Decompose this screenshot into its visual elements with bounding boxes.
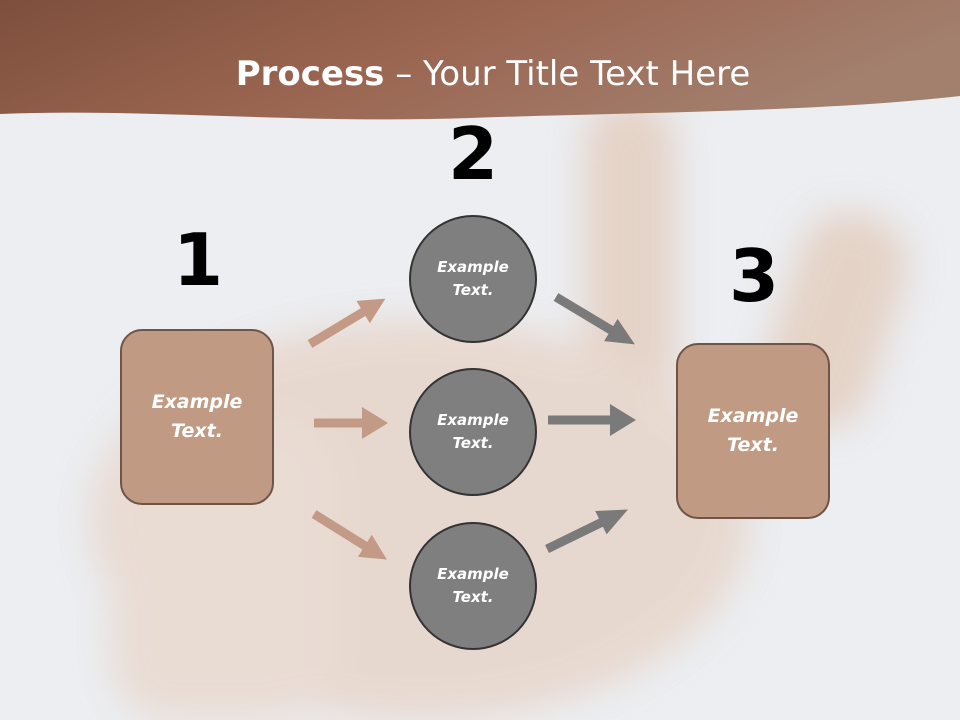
- step-2-label-top: Example Text.: [437, 258, 509, 299]
- step-2-circle-top: Example Text.: [409, 215, 537, 343]
- title-bold: Process: [235, 54, 385, 94]
- step-1-label: Example Text.: [151, 391, 243, 442]
- arrow-2-top-to-3: [553, 293, 635, 345]
- arrow-2-middle-to-3: [548, 404, 636, 436]
- arrow-2-bottom-to-3: [545, 509, 628, 554]
- arrow-1-to-2-middle: [314, 407, 388, 439]
- slide-title: Process – Your Title Text Here: [0, 52, 960, 96]
- step-3-box: Example Text.: [676, 343, 830, 519]
- step-2-label-middle: Example Text.: [437, 411, 509, 452]
- step-3-number: 3: [728, 234, 780, 318]
- step-2-circle-middle: Example Text.: [409, 368, 537, 496]
- step-2-circle-bottom: Example Text.: [409, 522, 537, 650]
- step-1-box: Example Text.: [120, 329, 274, 505]
- arrow-1-to-2-top: [307, 298, 386, 348]
- step-1-number: 1: [172, 218, 224, 302]
- step-2-number: 2: [447, 112, 499, 196]
- step-2-label-bottom: Example Text.: [437, 565, 509, 606]
- step-3-label: Example Text.: [707, 405, 799, 456]
- arrow-1-to-2-bottom: [311, 510, 387, 560]
- title-rest: – Your Title Text Here: [384, 54, 751, 94]
- header-band: [0, 0, 960, 120]
